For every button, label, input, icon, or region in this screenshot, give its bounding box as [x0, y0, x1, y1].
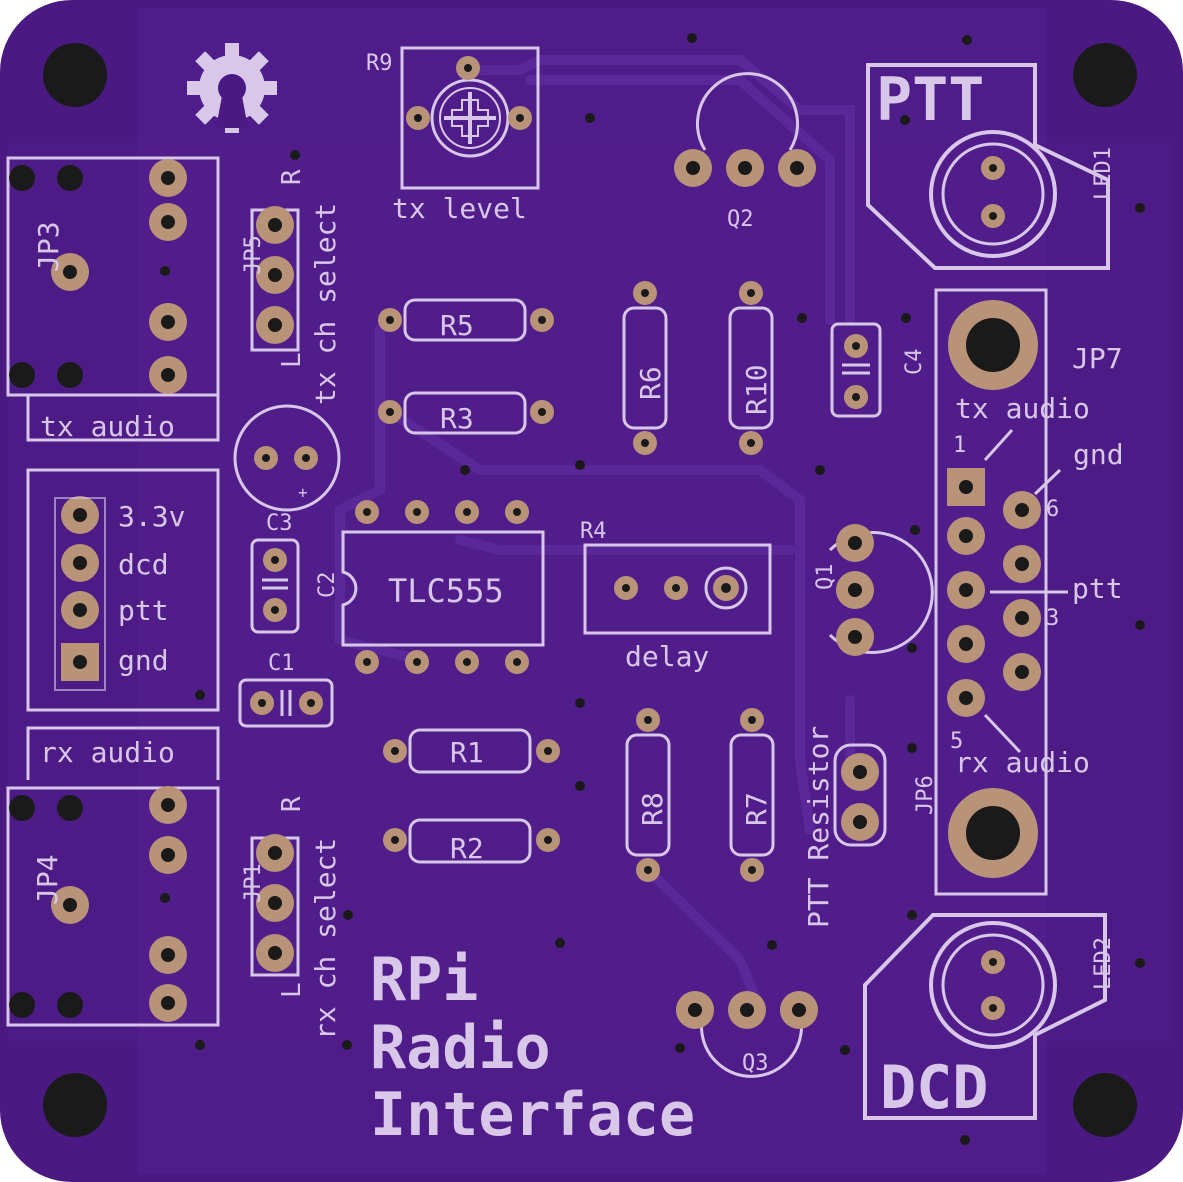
c2-capacitor: C2 — [250, 538, 340, 634]
r1-designator: R1 — [450, 736, 484, 769]
jp4-jack: rx audio JP4 — [6, 726, 220, 1027]
r9-potentiometer: R9 tx level — [366, 46, 540, 225]
pin-label-gnd: gnd — [118, 644, 169, 677]
mounting-holes — [43, 43, 1137, 1137]
c3-plus: + — [298, 483, 308, 502]
pin-label-3v3: 3.3v — [118, 500, 185, 533]
jp7-connector: JP7 tx audio 1 gnd 6 ptt 3 5 rx audio — [934, 288, 1124, 896]
jp7-gnd-label: gnd — [1073, 438, 1124, 471]
mounting-hole — [1073, 1073, 1137, 1137]
ptt-resistor-label: PTT Resistor — [802, 726, 835, 928]
title-line-3: Interface — [370, 1080, 695, 1150]
jp7-rx-audio-label: rx audio — [955, 746, 1090, 779]
c2-designator: C2 — [315, 572, 340, 599]
rx-audio-label: rx audio — [40, 736, 175, 769]
r7-designator: R7 — [740, 792, 773, 826]
jp7-designator: JP7 — [1072, 342, 1123, 375]
ptt-big-label: PTT — [876, 65, 984, 135]
r7-resistor: R7 — [729, 708, 775, 882]
r2-resistor: R2 — [383, 818, 560, 865]
jp5-jumper: R L JP5 tx ch select — [241, 169, 342, 405]
jp4-designator: JP4 — [31, 854, 64, 905]
q3-designator: Q3 — [742, 1051, 769, 1076]
q2-transistor: Q2 — [674, 72, 816, 232]
jp1-designator: JP1 — [241, 863, 266, 903]
pin-label-dcd: dcd — [118, 548, 169, 581]
c3-designator: C3 — [266, 511, 293, 536]
title-line-1: RPi — [370, 945, 478, 1015]
board-title: RPi Radio Interface — [370, 945, 695, 1150]
mounting-hole — [1073, 43, 1137, 107]
r8-designator: R8 — [636, 792, 669, 826]
title-line-2: Radio — [370, 1013, 551, 1083]
jp5-L: L — [277, 352, 307, 368]
jp5-R: R — [277, 169, 307, 185]
q2-designator: Q2 — [727, 207, 754, 232]
jp3-designator: JP3 — [32, 221, 65, 272]
jp7-pin1-label: 1 — [953, 433, 966, 458]
led1-designator: LED1 — [1091, 147, 1116, 200]
q3-transistor: Q3 — [676, 991, 818, 1078]
tx-audio-label: tx audio — [40, 410, 175, 443]
delay-label: delay — [625, 640, 709, 673]
r6-resistor: R6 — [622, 281, 668, 455]
r3-resistor: R3 — [378, 391, 554, 435]
jp7-pin5-label: 5 — [950, 729, 963, 754]
r5-resistor: R5 — [378, 298, 554, 342]
mounting-hole — [43, 43, 107, 107]
dcd-big-label: DCD — [880, 1053, 988, 1123]
gear-icon — [187, 43, 277, 133]
r2-designator: R2 — [450, 832, 484, 865]
jp7-ptt-label: ptt — [1072, 572, 1123, 605]
jp1-R: R — [277, 796, 307, 812]
r10-designator: R10 — [740, 364, 773, 415]
r4-designator: R4 — [580, 519, 607, 544]
r10-resistor: R10 — [728, 281, 774, 455]
jp6-designator: JP6 — [913, 775, 938, 815]
jp1-L: L — [277, 982, 307, 998]
jp6-jumper: JP6 PTT Resistor — [802, 726, 938, 928]
c4-capacitor: C4 — [830, 322, 927, 418]
ic-tlc555: TLC555 — [341, 500, 545, 674]
led2-dcd: DCD LED2 — [863, 913, 1116, 1123]
r8-resistor: R8 — [625, 708, 671, 882]
vias — [160, 33, 1145, 1145]
r4-potentiometer: R4 delay — [580, 519, 772, 673]
ground-pour — [138, 8, 1046, 1174]
r9-designator: R9 — [366, 51, 393, 76]
q1-transistor: Q1 — [813, 524, 934, 656]
rx-ch-select-label: rx ch select — [309, 838, 342, 1040]
r1-resistor: R1 — [383, 728, 560, 774]
r6-designator: R6 — [634, 366, 667, 400]
jp7-pin3-label: 3 — [1046, 606, 1059, 631]
power-header: 3.3v dcd ptt gnd — [26, 468, 220, 712]
jp7-tx-audio-label: tx audio — [955, 392, 1090, 425]
c1-designator: C1 — [268, 651, 295, 676]
pin-label-ptt: ptt — [118, 594, 169, 627]
led2-designator: LED2 — [1091, 937, 1116, 990]
led1-ptt: PTT LED1 — [866, 63, 1116, 270]
tx-ch-select-label: tx ch select — [309, 203, 342, 405]
c3-capacitor: + C3 — [233, 404, 341, 536]
c1-capacitor: C1 — [238, 651, 334, 728]
c4-designator: C4 — [902, 349, 927, 376]
r5-designator: R5 — [440, 309, 474, 342]
jp1-jumper: R L JP1 rx ch select — [241, 796, 342, 1040]
jp5-designator: JP5 — [241, 235, 266, 275]
ic-designator: TLC555 — [388, 572, 504, 610]
mounting-hole — [43, 1073, 107, 1137]
jp7-pin6-label: 6 — [1046, 497, 1059, 522]
tx-level-label: tx level — [392, 192, 527, 225]
q1-designator: Q1 — [813, 564, 838, 591]
r3-designator: R3 — [440, 402, 474, 435]
jp3-jack: JP3 tx audio — [6, 156, 220, 443]
